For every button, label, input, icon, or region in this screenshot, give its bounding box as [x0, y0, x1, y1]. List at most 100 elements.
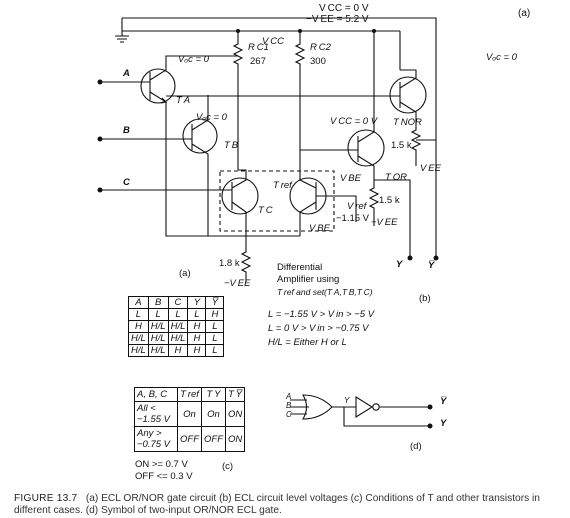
table-cell: H/L [128, 332, 149, 345]
ta-transistor-circle [140, 68, 176, 104]
conditions-header-cell: T Y [201, 387, 226, 402]
table-cell: OFF [201, 426, 226, 452]
vcc-label: V CC = 0 V [319, 3, 369, 14]
symbol-internal-y: Y [344, 396, 350, 405]
figure-number: FIGURE 13.7 [14, 493, 78, 504]
voc-a-label: Vₒc = 0 [178, 54, 209, 65]
table-cell: L [205, 332, 225, 345]
panel-a-top-label: (a) [518, 8, 531, 19]
symbol-input-a: A [286, 392, 292, 401]
table-cell: On [201, 401, 226, 427]
table-cell: H/L [147, 332, 169, 345]
conditions-header-cell: T ref [177, 387, 202, 402]
panel-b-label: (b) [419, 293, 431, 304]
table-cell: Any > −0.75 V [134, 426, 178, 452]
tc-label: T C [258, 205, 273, 216]
panel-c-label: (c) [222, 461, 234, 472]
table-row: H/L H/L H/L H L [128, 332, 225, 345]
vee-emitter-label: −V EE [224, 278, 251, 289]
tb-label: T B [224, 140, 239, 151]
table-cell: L [187, 308, 207, 321]
r-or-label: 1.5 k [379, 195, 400, 206]
tc-transistor-circle [221, 177, 259, 215]
table-cell: H/L [167, 320, 189, 333]
y-output-label: Y [396, 259, 403, 270]
table-cell: All < −1.55 V [134, 401, 178, 427]
conditions-header-cell: A, B, C [134, 387, 178, 402]
truth-table: A B C Y Y̅ L L L L H H H/L H/L H L H/L H… [128, 296, 225, 357]
table-row: Any > −0.75 V OFF OFF ON [134, 426, 246, 452]
rc1-resistor [232, 31, 244, 170]
tnor-label: T NOR [393, 117, 422, 128]
input-a-label: A [123, 68, 130, 79]
symbol-input-c: C [286, 410, 292, 419]
truth-header-cell: C [167, 296, 189, 309]
vcc-tor-label: V CC = 0 V [330, 116, 378, 127]
rc2-resistor [294, 31, 306, 140]
rc2-label: R C2 [310, 42, 331, 53]
or-resistor [368, 180, 380, 226]
voc-nor-label: Vₒc = 0 [486, 52, 517, 63]
tor-label: T OR [385, 172, 407, 183]
vee-or-label: −V EE [371, 217, 398, 228]
figure-caption: FIGURE 13.7 (a) ECL OR/NOR gate circuit … [14, 493, 566, 517]
tb-transistor-circle [182, 118, 218, 154]
table-cell: ON [224, 401, 246, 427]
conditions-table: A, B, C T ref T Y T Y̅ All < −1.55 V On … [134, 387, 246, 452]
truth-table-header: A B C Y Y̅ [128, 296, 225, 309]
table-cell: H/L [128, 344, 149, 357]
table-cell: On [177, 401, 202, 427]
vee-label: −V EE = 5.2 V [306, 14, 369, 25]
symbol-input-b: B [286, 401, 292, 410]
diff-amp-box [219, 170, 335, 232]
vref-label: V ref [347, 201, 367, 212]
off-threshold-text: OFF <= 0.3 V [135, 471, 193, 482]
table-cell: L [147, 308, 169, 321]
r-emitter-label: 1.8 k [219, 258, 240, 269]
vcc-mid-label: V CC [262, 36, 284, 47]
ground-symbol [115, 18, 129, 43]
rc2-value: 300 [310, 56, 326, 67]
vbe-ref-label: V BE [309, 223, 330, 234]
table-cell: H [187, 320, 207, 333]
truth-header-cell: A [128, 296, 149, 309]
r-nor-label: 1.5 k [391, 140, 412, 151]
table-cell: H [205, 308, 225, 321]
symbol-output-y: Y [440, 418, 447, 429]
table-cell: H/L [147, 320, 169, 333]
table-cell: L [205, 320, 225, 333]
table-cell: H/L [167, 332, 189, 345]
conditions-table-header: A, B, C T ref T Y T Y̅ [134, 387, 246, 402]
h-range-text: L = 0 V > V in > −0.75 V [268, 323, 369, 334]
truth-header-cell: Y̅ [205, 296, 225, 309]
figure-caption-text: (a) ECL OR/NOR gate circuit (b) ECL circ… [14, 493, 540, 516]
table-row: L L L L H [128, 308, 225, 321]
symbol-output-ybar: Y̅ [440, 396, 447, 407]
vee-nor-label: V EE [420, 163, 441, 174]
table-cell: L [167, 308, 189, 321]
diff-amp-line2: Amplifier using [277, 274, 340, 285]
table-cell: H [128, 320, 149, 333]
tor-transistor-circle [347, 129, 385, 167]
table-cell: ON [224, 426, 246, 452]
input-c-label: C [123, 177, 130, 188]
table-cell: L [128, 308, 149, 321]
table-row: All < −1.55 V On On ON [134, 401, 246, 427]
diff-amp-line3: T ref and set(T A,T B,T C) [277, 287, 373, 297]
conditions-header-cell: T Y̅ [224, 387, 246, 402]
emitter-resistor [240, 236, 252, 282]
vref-value: −1.15 V [336, 213, 370, 224]
table-cell: H [167, 344, 189, 357]
nor-resistor [410, 124, 422, 166]
table-cell: L [205, 344, 225, 357]
rc1-label: R C1 [248, 42, 269, 53]
hl-note-text: H/L = Either H or L [268, 337, 347, 348]
input-b-label: B [123, 125, 130, 136]
panel-a-label: (a) [179, 268, 191, 279]
rc1-value: 267 [250, 56, 266, 67]
y-output-line [374, 179, 411, 258]
table-cell: H [187, 344, 207, 357]
table-cell: H/L [147, 344, 169, 357]
table-cell: H [187, 332, 207, 345]
table-row: H/L H/L H H L [128, 344, 225, 357]
